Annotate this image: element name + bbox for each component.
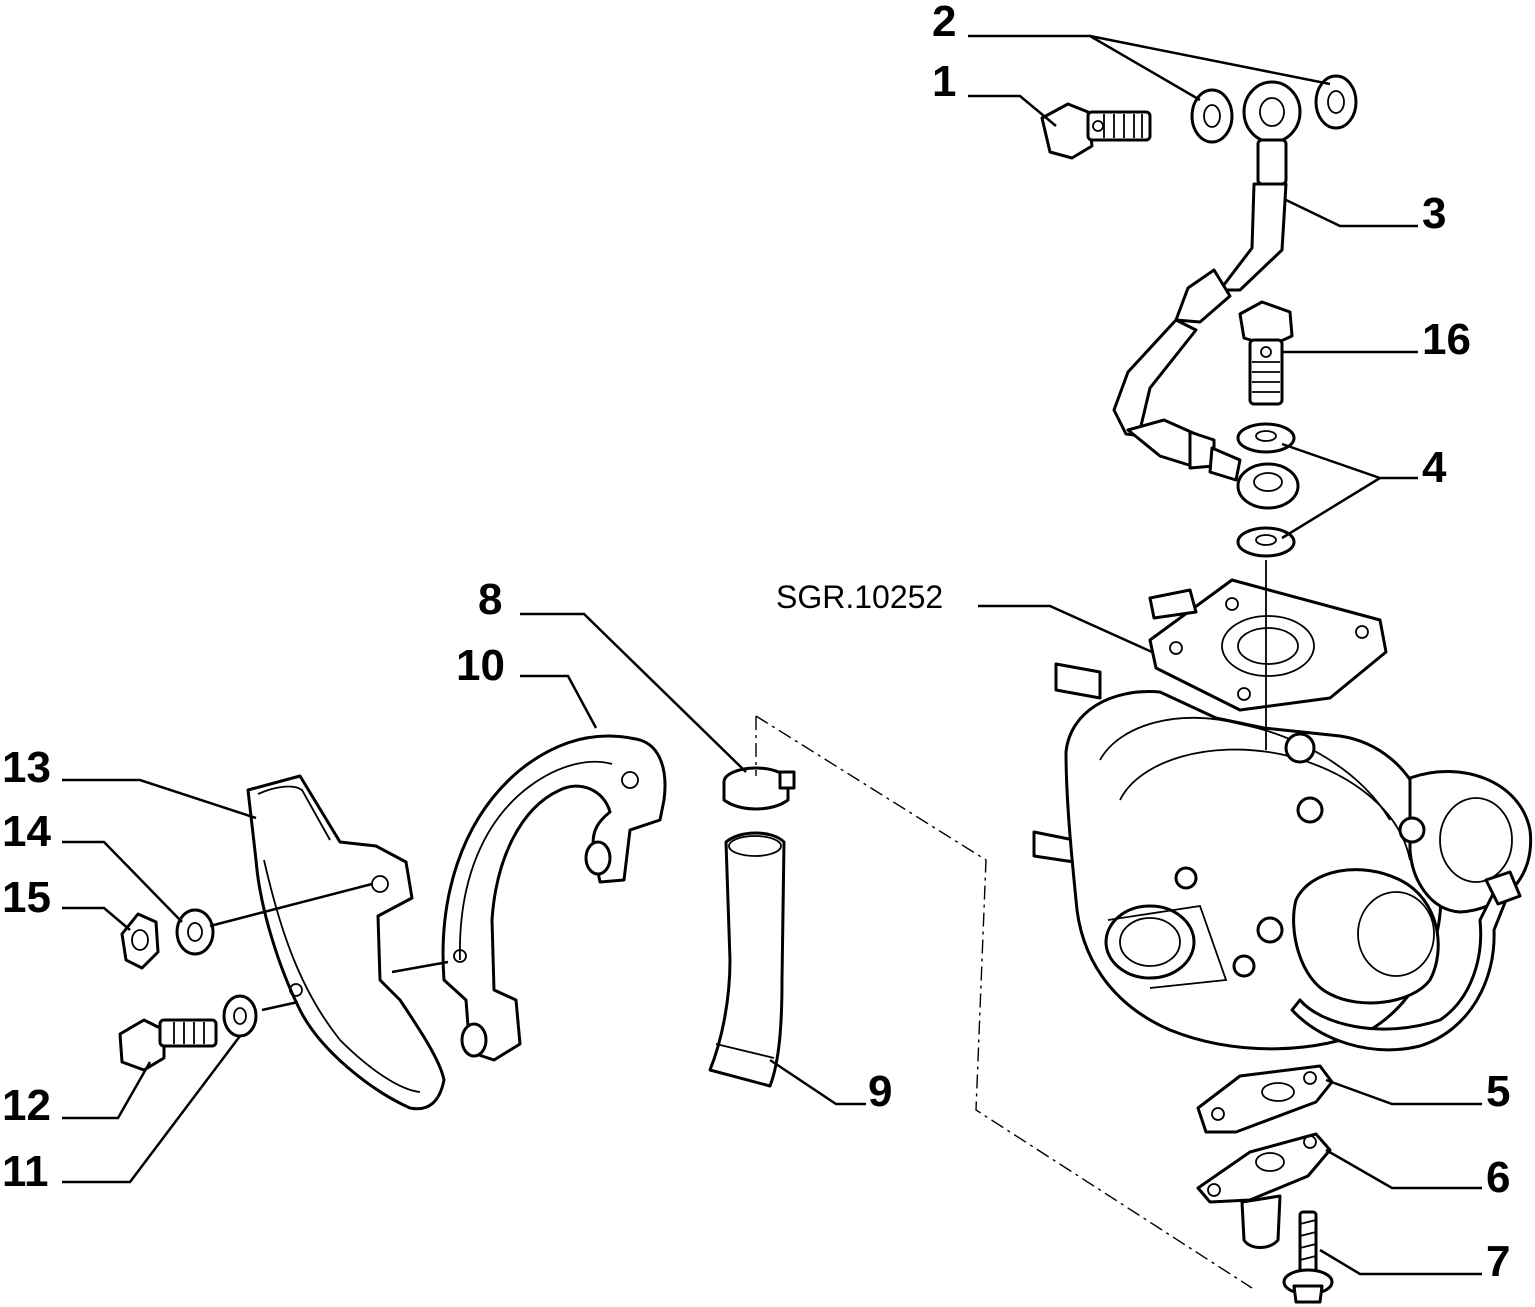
callout-16: 16 bbox=[1422, 315, 1471, 364]
callout-11: 11 bbox=[2, 1147, 49, 1196]
fastener-axis-line-c bbox=[261, 1000, 299, 1012]
assembly-axis-line bbox=[755, 715, 1253, 1289]
part-10-bracket bbox=[441, 734, 667, 1062]
part-5-gasket bbox=[1196, 1064, 1334, 1134]
part-9-hose bbox=[708, 831, 786, 1088]
callout-6: 6 bbox=[1486, 1153, 1510, 1202]
callout-3: 3 bbox=[1422, 189, 1446, 238]
callout-2: 2 bbox=[932, 0, 956, 46]
fastener-axis-line-b bbox=[391, 960, 449, 974]
part-8-hose-clamp bbox=[722, 766, 796, 811]
callout-9: 9 bbox=[868, 1067, 892, 1116]
leader-lines bbox=[62, 34, 1482, 1276]
part-16-banjo-bolt bbox=[1238, 300, 1294, 406]
callout-5: 5 bbox=[1486, 1067, 1510, 1116]
reference-code: SGR.10252 bbox=[776, 579, 943, 615]
callout-14: 14 bbox=[2, 807, 51, 856]
part-1-banjo-bolt bbox=[1040, 102, 1152, 160]
part-3-oil-pipe bbox=[1112, 80, 1302, 510]
part-11-washer bbox=[222, 994, 258, 1038]
turbocharger-assembly bbox=[1032, 560, 1533, 1052]
part-2-washers bbox=[1190, 74, 1358, 144]
callout-10: 10 bbox=[456, 641, 505, 690]
part-13-heat-shield bbox=[246, 774, 446, 1111]
callout-12: 12 bbox=[2, 1081, 51, 1130]
part-15-nut bbox=[120, 912, 160, 970]
callout-1: 1 bbox=[932, 57, 956, 106]
callout-15: 15 bbox=[2, 873, 51, 922]
part-7-screw bbox=[1282, 1210, 1334, 1304]
callout-13: 13 bbox=[2, 743, 51, 792]
callout-7: 7 bbox=[1486, 1237, 1510, 1286]
callout-8: 8 bbox=[478, 575, 502, 624]
part-14-washer bbox=[175, 908, 215, 956]
part-6-drain-flange bbox=[1196, 1132, 1332, 1249]
fastener-axis-line-a bbox=[209, 882, 373, 928]
callout-4: 4 bbox=[1422, 443, 1447, 492]
part-12-bolt bbox=[118, 1018, 218, 1072]
part-4-washers bbox=[1236, 422, 1296, 558]
